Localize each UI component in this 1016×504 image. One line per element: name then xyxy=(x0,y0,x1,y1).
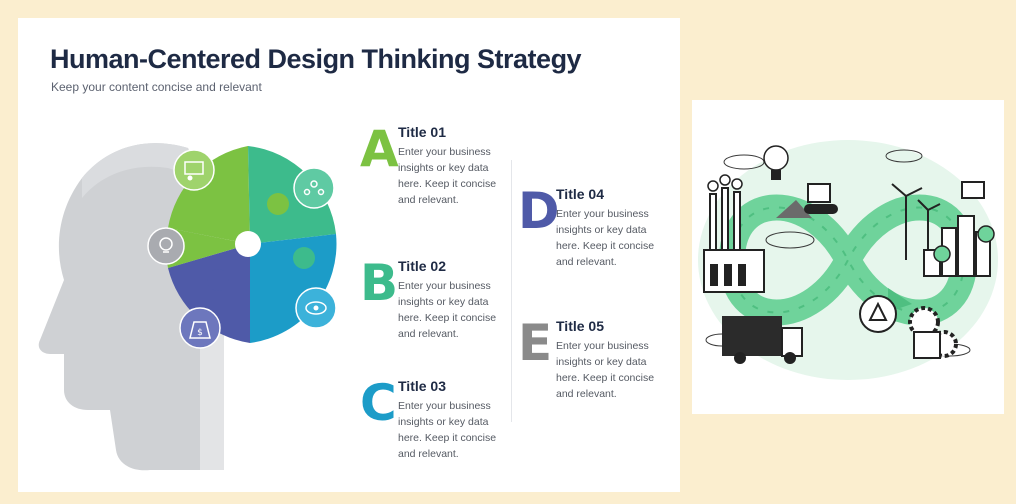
excavator-icon xyxy=(776,183,838,218)
lightbulb-gear-icon xyxy=(147,227,185,265)
puzzle-brain xyxy=(165,146,337,343)
lightbulb-icon xyxy=(763,145,789,180)
recycle-icon xyxy=(859,295,897,333)
item-letter: A xyxy=(360,120,399,178)
item-title: Title 05 xyxy=(556,318,604,334)
sustainability-illustration xyxy=(692,100,1004,414)
item-title: Title 02 xyxy=(398,258,446,274)
head-puzzle-illustration: $ xyxy=(38,143,337,471)
item-body: Enter your business insights or key data… xyxy=(398,146,497,206)
column-divider xyxy=(511,160,512,422)
factory-icon xyxy=(703,174,765,293)
slide-subtitle: Keep your content concise and relevant xyxy=(51,80,262,94)
infographic-slide: Human-Centered Design Thinking Strategy … xyxy=(18,18,680,492)
item-body: Enter your business insights or key data… xyxy=(556,208,655,268)
team-icon xyxy=(293,167,335,209)
monitor-icon xyxy=(961,181,985,199)
gears-icon xyxy=(908,306,958,359)
item-letter: B xyxy=(360,254,399,312)
item-body: Enter your business insights or key data… xyxy=(556,340,655,400)
item-title: Title 04 xyxy=(556,186,604,202)
infinity-loop-illustration xyxy=(698,140,998,380)
item-letter: D xyxy=(518,182,560,240)
eye-icon xyxy=(295,287,337,329)
item-letter: C xyxy=(360,374,397,432)
slide-title: Human-Centered Design Thinking Strategy xyxy=(50,44,582,74)
item-body: Enter your business insights or key data… xyxy=(398,280,497,340)
presentation-icon xyxy=(173,149,215,191)
item-letter: E xyxy=(518,314,553,372)
item-body: Enter your business insights or key data… xyxy=(398,400,497,460)
money-bag-icon: $ xyxy=(179,307,221,349)
svg-text:$: $ xyxy=(197,328,203,338)
item-title: Title 01 xyxy=(398,124,446,140)
item-title: Title 03 xyxy=(398,378,446,394)
truck-icon xyxy=(722,316,803,364)
person-icon xyxy=(933,225,995,263)
